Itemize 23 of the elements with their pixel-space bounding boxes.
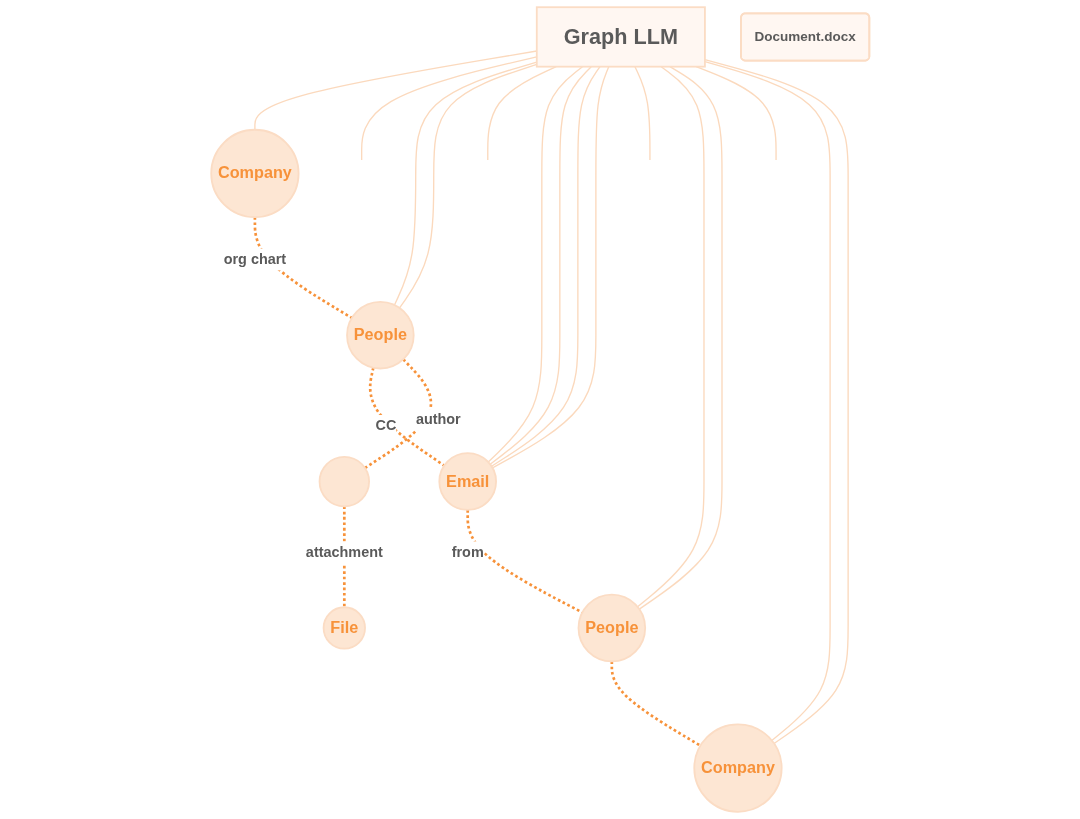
connector: [636, 66, 705, 608]
connector: [610, 661, 701, 747]
connector: [342, 506, 346, 608]
node-circle: People: [577, 593, 646, 663]
edge-label: org chart: [223, 251, 286, 267]
connector: [364, 358, 432, 470]
connector: [466, 509, 583, 614]
node-circle: [318, 455, 370, 508]
node-circle: Email: [438, 452, 497, 511]
node-circle: Company: [693, 723, 783, 813]
node-circle: Company: [210, 128, 300, 219]
edge-label: author: [415, 411, 461, 428]
connector: [368, 367, 445, 467]
edge-label: from: [451, 544, 484, 560]
node-circle: File: [322, 606, 366, 650]
connector: [638, 66, 723, 610]
edge-label: CC: [375, 417, 396, 433]
connector: [486, 66, 557, 161]
connector: [634, 66, 651, 161]
connector: [253, 217, 353, 320]
edge-label: attachment: [305, 544, 383, 560]
node-box: Graph LLM: [535, 6, 706, 68]
node-circle: People: [345, 300, 415, 370]
